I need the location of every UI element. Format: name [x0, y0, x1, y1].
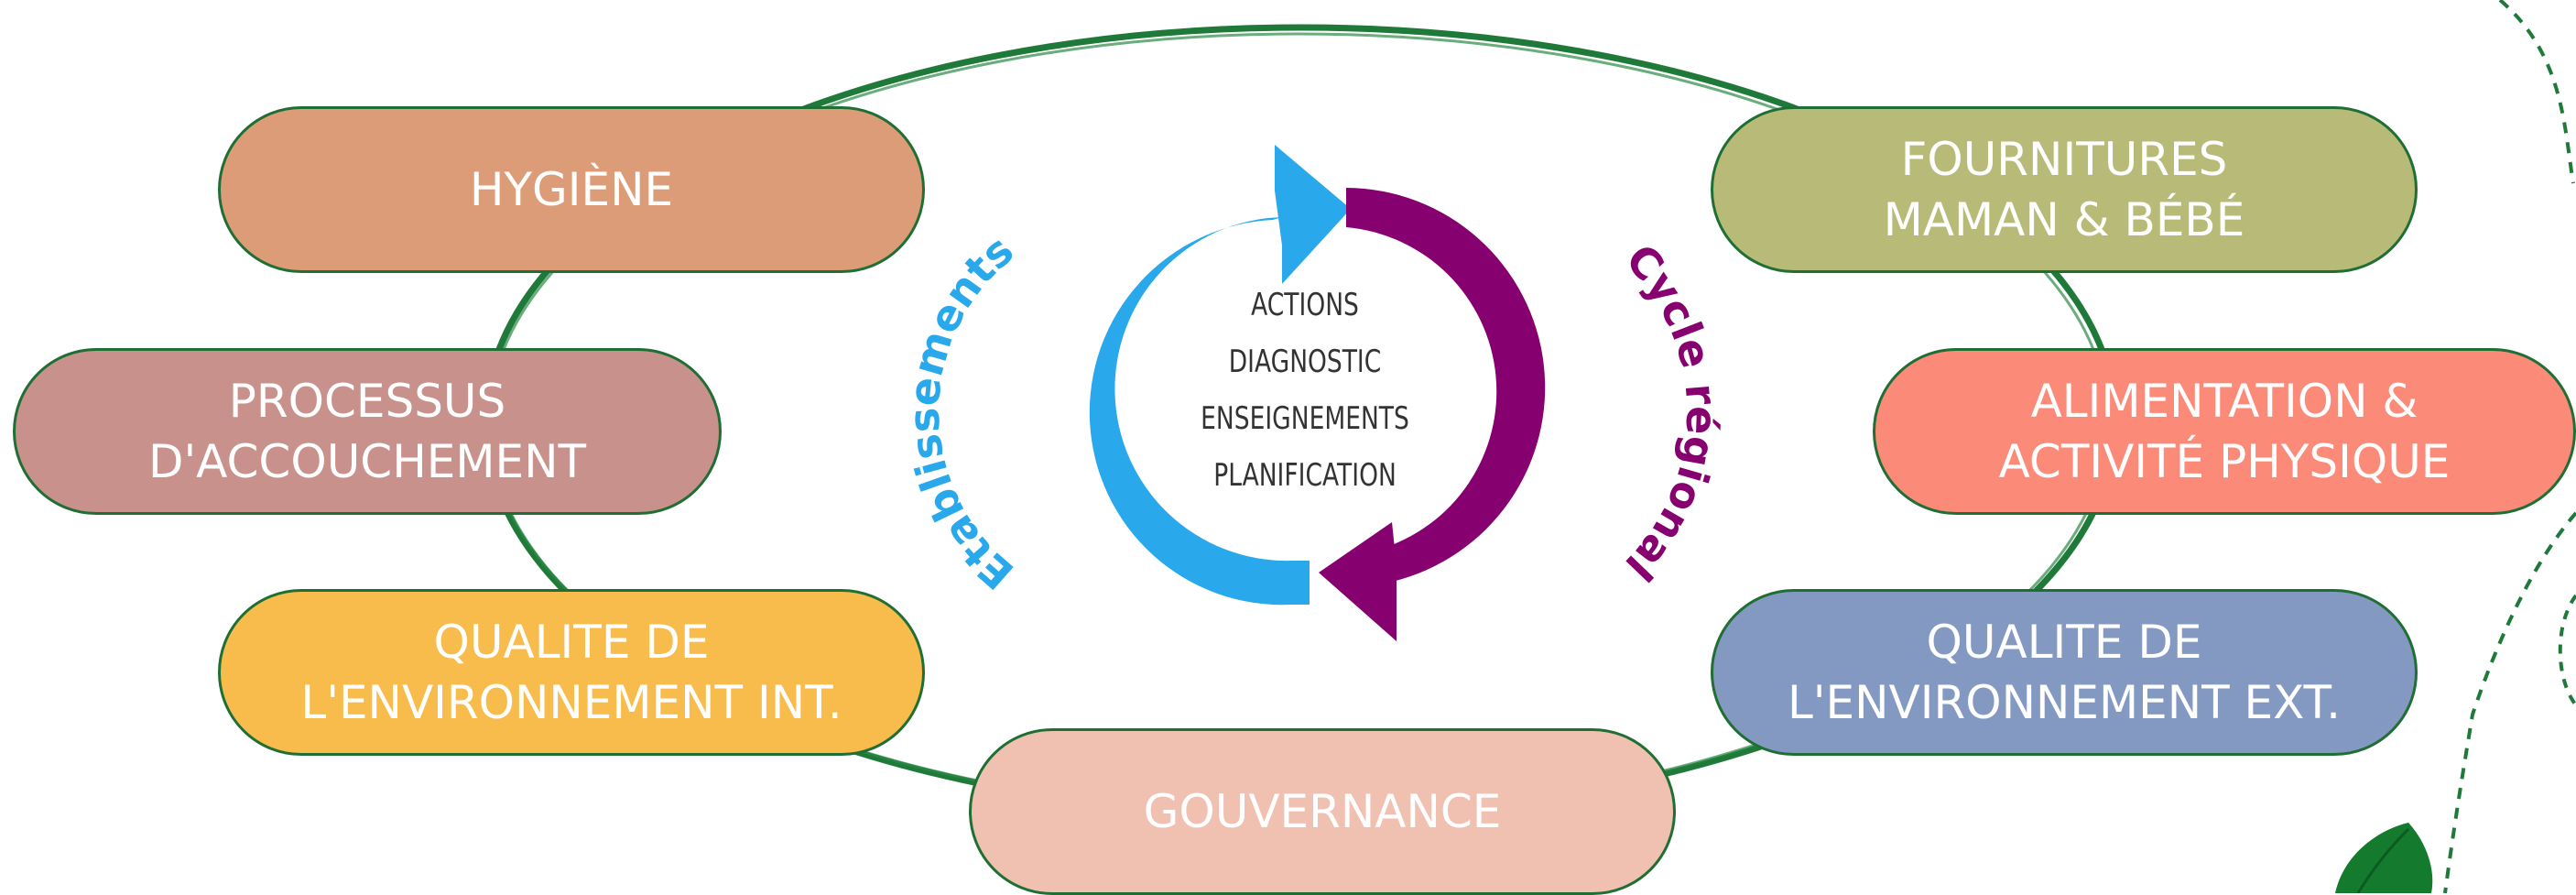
topic-qualite-environnement-ext: QUALITE DE L'ENVIRONNEMENT EXT.: [1711, 589, 2418, 756]
topic-gouvernance-line1: GOUVERNANCE: [1143, 785, 1502, 838]
cycle-label-left: Etablissements: [899, 225, 1023, 599]
center-label-actions: ACTIONS: [1251, 287, 1359, 323]
cycle-label-right: Cycle régional: [1616, 235, 1727, 591]
dashed-vine: [2498, 0, 2575, 184]
topic-alimentation-line1: ALIMENTATION &: [2030, 375, 2418, 428]
center-label-planification: PLANIFICATION: [1213, 457, 1397, 494]
topic-alimentation: ALIMENTATION & ACTIVITÉ PHYSIQUE: [1873, 348, 2576, 515]
topic-qualite-ext-line1: QUALITE DE: [1926, 616, 2202, 669]
center-label-diagnostic: DIAGNOSTIC: [1228, 344, 1382, 380]
dashed-vine-loop: [2558, 594, 2576, 707]
topic-alimentation-line2: ACTIVITÉ PHYSIQUE: [1998, 435, 2451, 488]
topic-fournitures: FOURNITURES MAMAN & BÉBÉ: [1711, 106, 2418, 273]
topic-qualite-int-line1: QUALITE DE: [433, 616, 710, 669]
topic-qualite-int-line2: L'ENVIRONNEMENT INT.: [300, 676, 842, 729]
leaf-vein: [2356, 827, 2410, 893]
topic-processus-line2: D'ACCOUCHEMENT: [147, 435, 587, 488]
topic-fournitures-line2: MAMAN & BÉBÉ: [1883, 193, 2245, 246]
topic-hygiene: HYGIÈNE: [218, 106, 925, 273]
blue-cycle-arrow: [1089, 217, 1310, 606]
topic-processus-accouchement: PROCESSUS D'ACCOUCHEMENT: [13, 348, 722, 515]
topic-processus-line1: PROCESSUS: [228, 375, 506, 428]
topic-gouvernance: GOUVERNANCE: [969, 728, 1676, 895]
purple-arrow-head: [1319, 522, 1397, 641]
center-label-enseignements: ENSEIGNEMENTS: [1201, 400, 1409, 437]
topic-qualite-ext-line2: L'ENVIRONNEMENT EXT.: [1787, 676, 2342, 729]
topic-fournitures-line1: FOURNITURES: [1900, 133, 2228, 186]
topic-hygiene-line1: HYGIÈNE: [469, 163, 674, 216]
topic-qualite-environnement-int: QUALITE DE L'ENVIRONNEMENT INT.: [218, 589, 925, 756]
blue-arrow-head: [1275, 145, 1351, 284]
purple-cycle-arrow: [1346, 188, 1546, 582]
dashed-vine-lower: [2443, 511, 2576, 893]
